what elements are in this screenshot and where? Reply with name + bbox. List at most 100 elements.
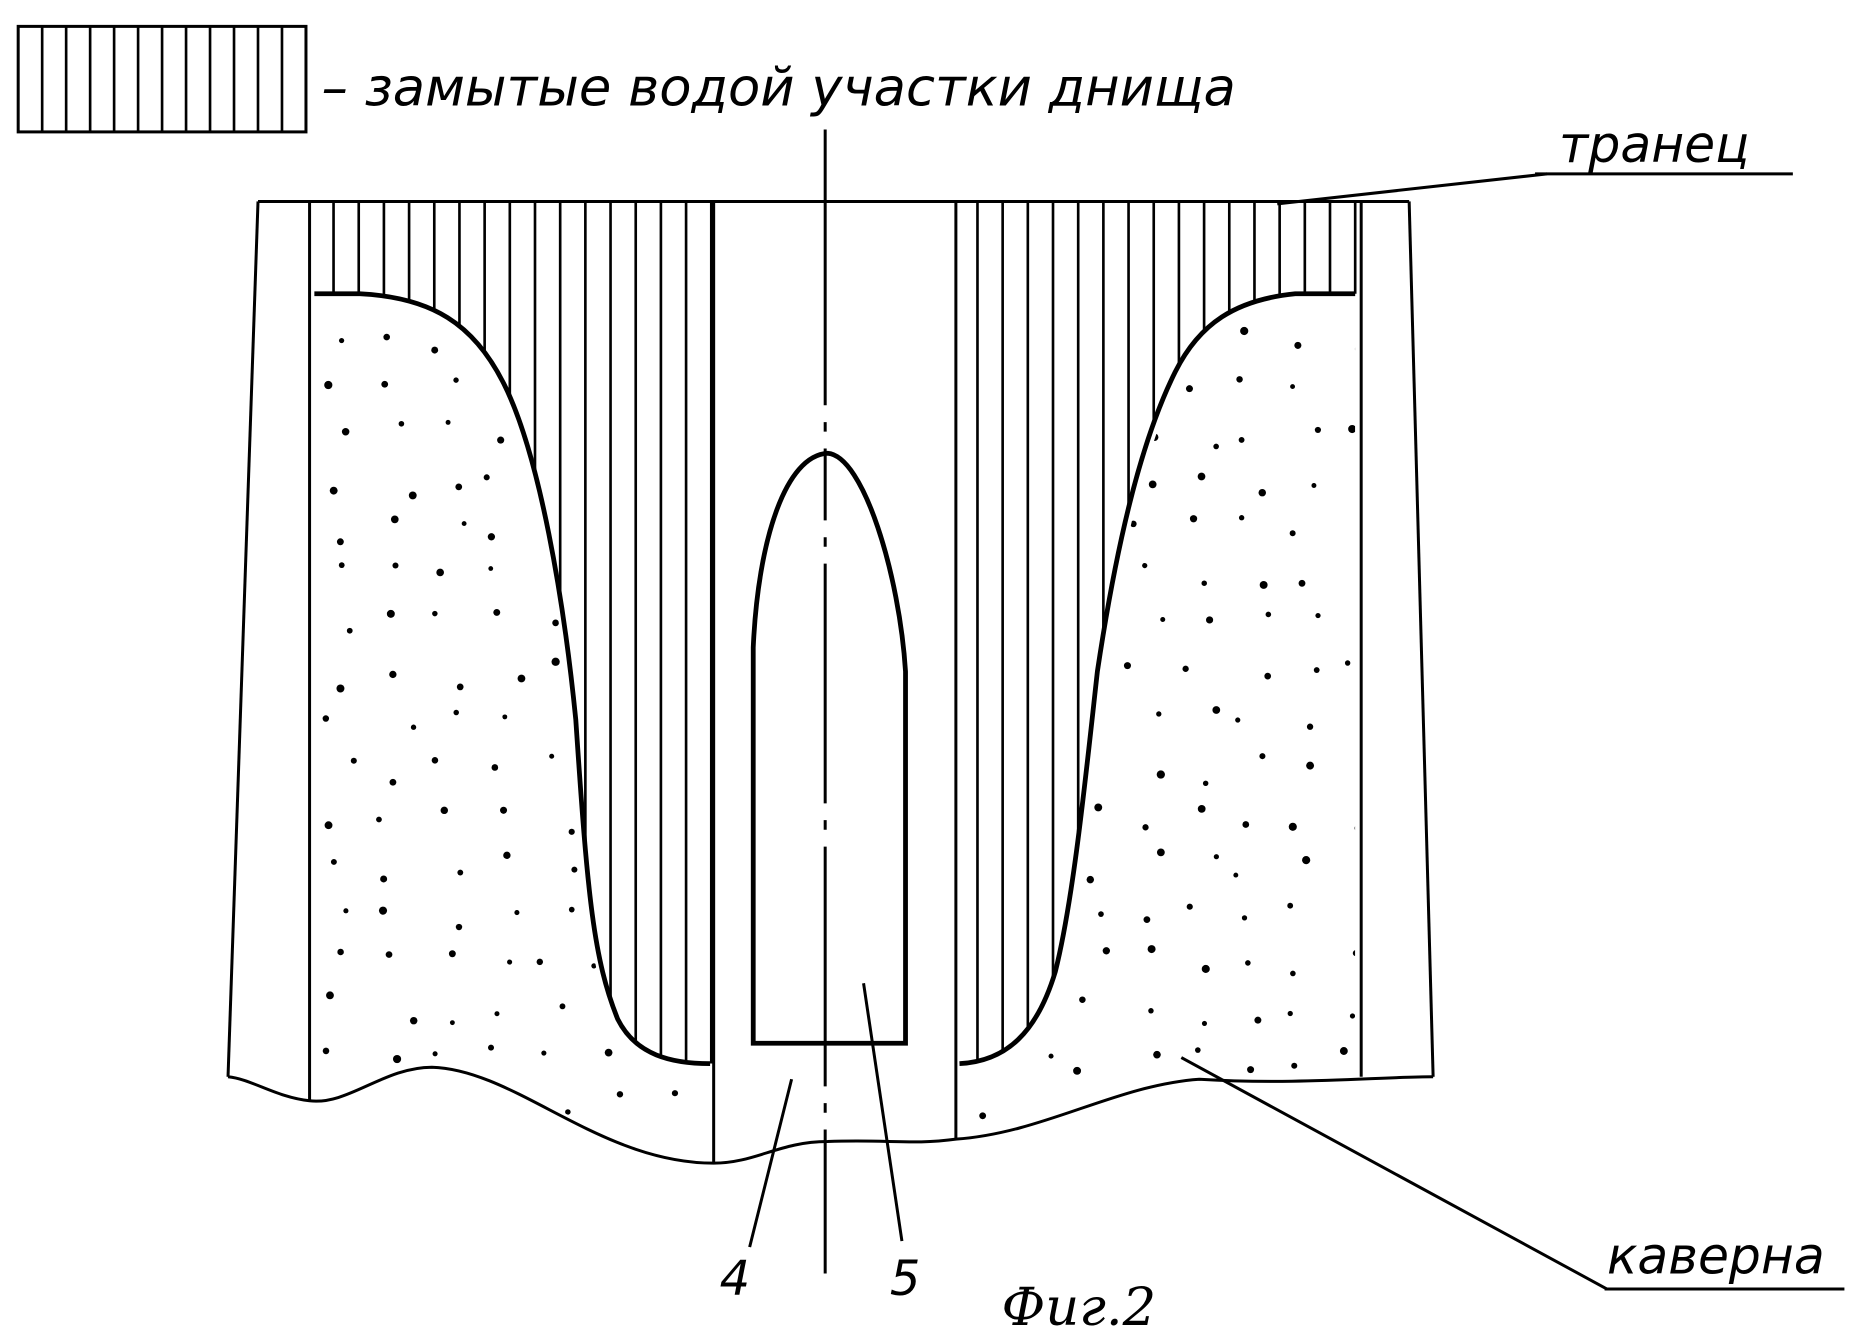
cavity-dot bbox=[1370, 632, 1378, 640]
part-4-label: 4 bbox=[720, 1251, 751, 1307]
cavity-dot bbox=[1082, 715, 1090, 724]
cavity-dot bbox=[518, 382, 525, 388]
cavity-dot bbox=[1195, 1047, 1201, 1053]
part-5-callout: 5 bbox=[862, 983, 920, 1307]
cavity-dot bbox=[1294, 1153, 1302, 1161]
cavity-callout: каверна bbox=[1180, 1056, 1845, 1291]
cavity-dot bbox=[568, 828, 575, 835]
cavity-dot bbox=[968, 344, 976, 352]
cavity-dot bbox=[326, 991, 334, 1000]
cavity-dot bbox=[1034, 579, 1041, 586]
cavity-dot bbox=[979, 966, 986, 972]
cavity-dot bbox=[1265, 611, 1272, 618]
cavity-dot bbox=[1186, 903, 1193, 910]
cavity-dot bbox=[343, 908, 349, 914]
cavity-dot bbox=[347, 1146, 353, 1152]
cavity-dot bbox=[623, 624, 630, 631]
transom-callout: транец bbox=[1277, 115, 1793, 206]
cavity-dot bbox=[429, 1160, 435, 1166]
cavity-dot bbox=[648, 807, 654, 813]
cavity-dot bbox=[487, 533, 496, 541]
cavity-dot bbox=[1238, 436, 1245, 443]
cavity-dot bbox=[1314, 426, 1322, 434]
cavity-dot bbox=[336, 538, 344, 546]
cavity-dot bbox=[1245, 960, 1251, 966]
cavity-dot bbox=[621, 518, 627, 524]
cavity-dot bbox=[1289, 530, 1296, 537]
legend-hatch-lines bbox=[40, 26, 284, 132]
cavity-dot bbox=[1311, 483, 1317, 488]
cavity-dot bbox=[491, 764, 499, 771]
cavity-dot bbox=[560, 538, 567, 545]
cavity-dot bbox=[1073, 1066, 1082, 1075]
cavity-dot bbox=[341, 427, 350, 436]
cavity-dot bbox=[1213, 443, 1219, 450]
cavity-dot bbox=[1288, 822, 1297, 831]
cavity-dot bbox=[324, 380, 333, 390]
cavity-dot bbox=[1147, 945, 1156, 954]
cavity-dot bbox=[1035, 1136, 1041, 1142]
washed-area-left bbox=[332, 201, 713, 1064]
cavity-dot bbox=[731, 722, 737, 728]
cavity-dot bbox=[1259, 753, 1266, 760]
cavity-dot bbox=[409, 1016, 418, 1025]
cavity-dot bbox=[617, 765, 624, 773]
cavity-dot bbox=[1306, 761, 1315, 770]
cavity-dot bbox=[456, 683, 464, 691]
figure-caption: Фиг.2 bbox=[1001, 1277, 1156, 1337]
cavity-dot bbox=[671, 1090, 679, 1097]
cavity-dot bbox=[330, 858, 337, 865]
cavity-dot bbox=[376, 816, 382, 823]
cavity-dot bbox=[440, 806, 449, 815]
cavity-dot bbox=[699, 347, 708, 357]
cavity-dot bbox=[1094, 1136, 1102, 1144]
cavity-dot bbox=[378, 906, 388, 915]
cavity-dot bbox=[1290, 970, 1296, 977]
cavity-dot bbox=[1143, 1118, 1149, 1124]
cavity-dot bbox=[644, 474, 652, 482]
cavity-dot bbox=[1015, 710, 1024, 719]
cavity-dot bbox=[1238, 515, 1245, 521]
cavity-dot bbox=[337, 948, 344, 956]
hull-outline bbox=[226, 199, 1435, 1165]
washed-area-right bbox=[976, 201, 1357, 1064]
cavity-dot bbox=[1240, 326, 1249, 336]
cavity-dot bbox=[543, 475, 552, 484]
cavity-dot bbox=[383, 333, 391, 341]
cavity-dot bbox=[1160, 369, 1166, 375]
cavity-dot bbox=[503, 851, 511, 859]
cavity-dot bbox=[1367, 851, 1373, 857]
cavity-dot bbox=[350, 757, 357, 764]
cavity-dot bbox=[496, 328, 505, 337]
cavity-dot bbox=[1313, 667, 1320, 673]
cavity-dot bbox=[432, 1051, 438, 1057]
cavity-dot bbox=[500, 806, 508, 814]
part-4-callout: 4 bbox=[720, 1078, 794, 1307]
cavity-dot bbox=[1298, 579, 1306, 587]
cavity-dot bbox=[571, 866, 578, 873]
cavity-dot bbox=[1259, 580, 1268, 589]
cavity-dot bbox=[1374, 1094, 1382, 1102]
cavity-dot bbox=[591, 963, 597, 969]
cavity-dot bbox=[1291, 1062, 1298, 1069]
cavity-dot bbox=[432, 610, 438, 617]
cavity-dot bbox=[1236, 376, 1243, 383]
cavity-dot bbox=[599, 897, 606, 904]
cavity-dot bbox=[502, 714, 508, 720]
cavity-dot bbox=[431, 346, 439, 354]
cavity-dot bbox=[448, 950, 456, 958]
cavity-dot bbox=[1352, 950, 1356, 957]
cavity-boundary-left bbox=[314, 291, 711, 1067]
cavity-dot bbox=[966, 808, 975, 816]
cavity-dot bbox=[1369, 495, 1374, 500]
cavity-boundary-right bbox=[959, 291, 1356, 1066]
cavity-dot bbox=[722, 1050, 729, 1057]
cavity-dot bbox=[1143, 916, 1151, 923]
cavity-dot bbox=[1315, 612, 1321, 619]
cavity-dot bbox=[1339, 1047, 1348, 1055]
cavity-dot bbox=[984, 855, 992, 863]
cavity-dot bbox=[1079, 996, 1086, 1003]
cavity-dot bbox=[979, 1018, 989, 1027]
cavity-dot bbox=[380, 875, 388, 883]
